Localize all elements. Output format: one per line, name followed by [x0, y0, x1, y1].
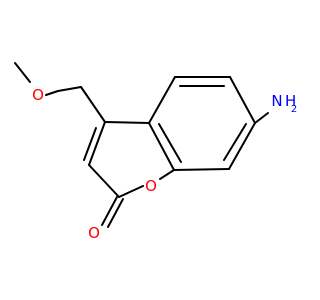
amine-group-label: N H 2 — [271, 92, 297, 115]
amine-subscript-label: 2 — [291, 104, 297, 115]
bond-c8a-c4a — [148, 122, 175, 171]
bond-c7-c8-inner — [223, 123, 247, 161]
methoxy-oxygen-label: O — [32, 86, 44, 104]
bond-c4-c4a — [104, 121, 150, 124]
bond-c3-c2 — [88, 164, 120, 198]
bond-c4-c3 — [88, 121, 106, 166]
chemical-structure-diagram: O O O N H 2 — [14, 62, 298, 242]
bond-c4-c3-inner — [83, 127, 97, 161]
bond-ch2-c4 — [80, 86, 106, 123]
bond-o-ch2-right — [57, 86, 82, 92]
bond-c6-c7 — [229, 76, 256, 124]
bond-c4a-c5 — [148, 76, 176, 124]
bond-c7-n — [254, 112, 269, 124]
amine-hydrogen-label: H — [285, 92, 296, 110]
bond-c2-o1 — [118, 185, 144, 198]
bond-c2-o-carbonyl-a — [101, 196, 118, 226]
bond-c8-c8a — [173, 168, 230, 171]
bond-o-ch2-left — [45, 90, 59, 96]
ring-oxygen-label: O — [145, 177, 157, 195]
carbonyl-oxygen-label: O — [88, 224, 100, 242]
bond-c2-o-carbonyl-b — [107, 198, 124, 228]
bond-methyl-o — [14, 62, 31, 83]
bond-o1-c8a — [159, 169, 175, 180]
bond-c7-c8 — [228, 122, 256, 170]
bond-c8a-c4a-inner — [158, 123, 182, 163]
amine-nitrogen-label: N — [271, 92, 282, 110]
